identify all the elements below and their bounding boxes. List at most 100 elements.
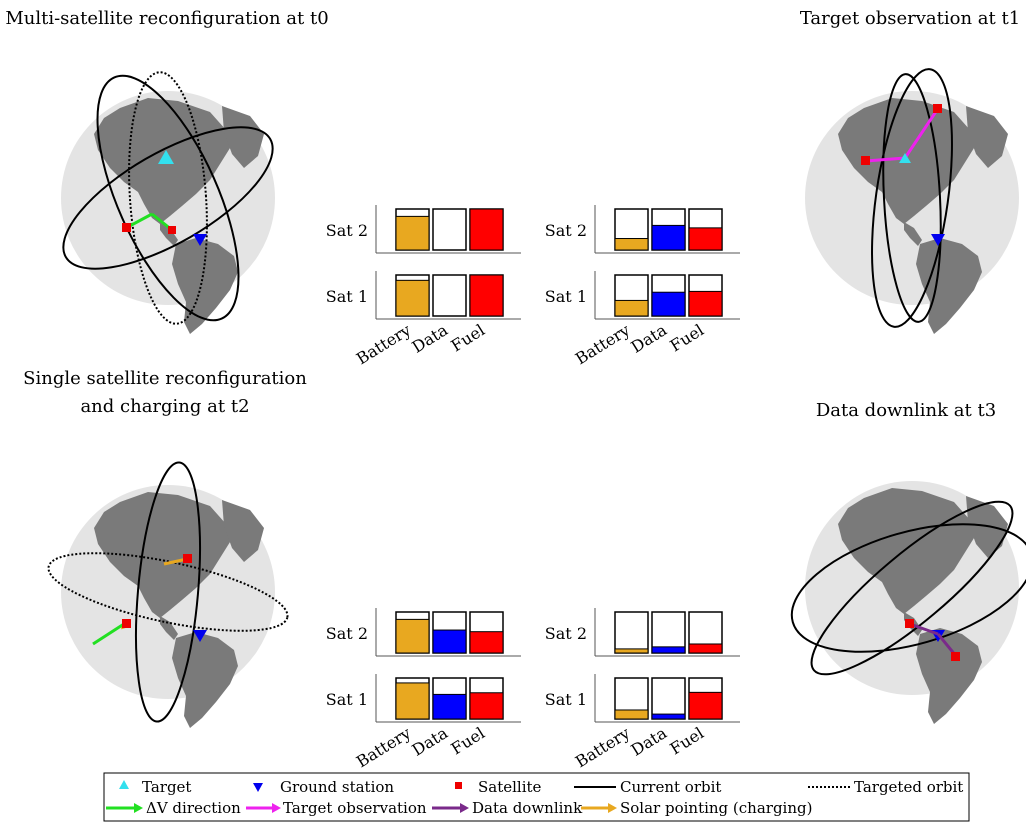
targeted-orbit [128,71,208,325]
gauge-level-battery [614,648,649,654]
legend-ground-station-label: Ground station [280,778,394,796]
gauge-category-label: Data [628,723,671,760]
legend-current-orbit-label: Current orbit [620,778,721,796]
gauge-frame-data [432,274,467,317]
gauge-level-fuel [469,274,504,317]
gauge-level-fuel [469,692,504,720]
globe-t1 [805,68,1019,334]
legend-solar-pointing-arrowhead [608,803,617,813]
legend-solar-pointing-label: Solar pointing (charging) [620,799,812,817]
satellite-marker [122,223,131,232]
gauge-level-battery [395,215,430,251]
gauge-frame-data [432,208,467,251]
panel-title-t2-line2: and charging at t2 [80,396,249,417]
gauge-category-label: Data [409,723,452,760]
satellite-row-label: Sat 2 [545,624,587,643]
gauge-category-label: Fuel [448,723,489,758]
satellite-row-label: Sat 1 [326,287,368,306]
gauge-level-data [432,693,467,720]
gauge-level-battery [614,238,649,251]
legend-target-observation-label: Target observation [283,799,427,817]
gauge-level-data [432,629,467,654]
legend-targeted-orbit-label: Targeted orbit [854,778,963,796]
satellite-marker [951,652,960,661]
gauge-level-fuel [688,643,723,654]
current-orbit [135,461,201,723]
legend-satellite-label: Satellite [478,778,542,796]
targeted-orbit [47,552,289,632]
legend-delta-v-arrowhead [134,803,143,813]
ground-station-marker [193,234,207,246]
gauge-level-battery [395,618,430,654]
legend-data-downlink-arrowhead [460,803,469,813]
satellite-marker [168,226,176,234]
gauge-frame-data [651,677,686,720]
satellite-marker [861,156,870,165]
panel-title-t0: Multi-satellite reconfiguration at t0 [5,8,328,29]
legend-data-downlink-label: Data downlink [472,799,583,817]
gauge-category-label: Battery [353,723,414,771]
current-orbit [810,500,1014,676]
gauge-category-label: Battery [572,723,633,771]
gauge-category-label: Battery [572,320,633,368]
gauge-category-label: Fuel [667,320,708,355]
gauge-level-fuel [688,227,723,251]
satellite-marker [122,619,131,628]
legend-target-label: Target [142,778,191,796]
gauge-level-battery [614,709,649,720]
legend-satellite-symbol [455,782,462,789]
legend-ground-station-symbol [253,783,263,792]
target-marker [158,150,174,164]
gauge-level-data [651,646,686,654]
satellite-row-label: Sat 2 [326,221,368,240]
gauge-level-fuel [688,691,723,720]
legend-box [103,772,970,822]
gauge-frame-battery [614,611,649,654]
gauge-level-fuel [469,208,504,251]
gauge-category-label: Fuel [667,723,708,758]
current-orbit [62,126,274,270]
data-downlink-arrow [909,622,939,636]
delta-v-arrow [92,620,128,646]
ground-station-marker [931,234,945,246]
globe-t3 [790,481,1026,724]
panel-title-t1: Target observation at t1 [800,8,1020,29]
panel-title-t2-line1: Single satellite reconfiguration [23,368,307,389]
gauge-level-battery [395,279,430,317]
satellite-marker [933,104,942,113]
panel-title-t3: Data downlink at t3 [816,400,996,421]
gauge-level-fuel [469,631,504,654]
satellite-row-label: Sat 1 [545,690,587,709]
satellite-row-label: Sat 1 [326,690,368,709]
gauge-level-data [651,224,686,251]
gauge-category-label: Data [628,320,671,357]
gauge-level-data [651,713,686,720]
gauge-category-label: Fuel [448,320,489,355]
satellite-row-label: Sat 1 [545,287,587,306]
ground-station-marker [193,630,207,642]
gauge-category-label: Data [409,320,452,357]
gauge-level-battery [614,299,649,317]
satellite-marker [183,554,192,563]
globe-t2 [47,461,289,728]
satellite-row-label: Sat 2 [326,624,368,643]
legend-delta-v-label: ΔV direction [146,799,241,817]
legend: Target Ground station Satellite Current … [103,772,970,822]
current-orbit [871,68,953,328]
gauge-level-battery [395,682,430,720]
target-marker [899,153,911,163]
gauge-category-label: Battery [353,320,414,368]
globe-t0 [61,71,275,334]
gauge-level-data [651,291,686,317]
target-observation-arrow [903,109,939,159]
target-observation-arrow [865,156,906,163]
gauge-level-fuel [688,290,723,317]
legend-target-symbol [119,780,129,789]
current-orbit [790,523,1026,653]
